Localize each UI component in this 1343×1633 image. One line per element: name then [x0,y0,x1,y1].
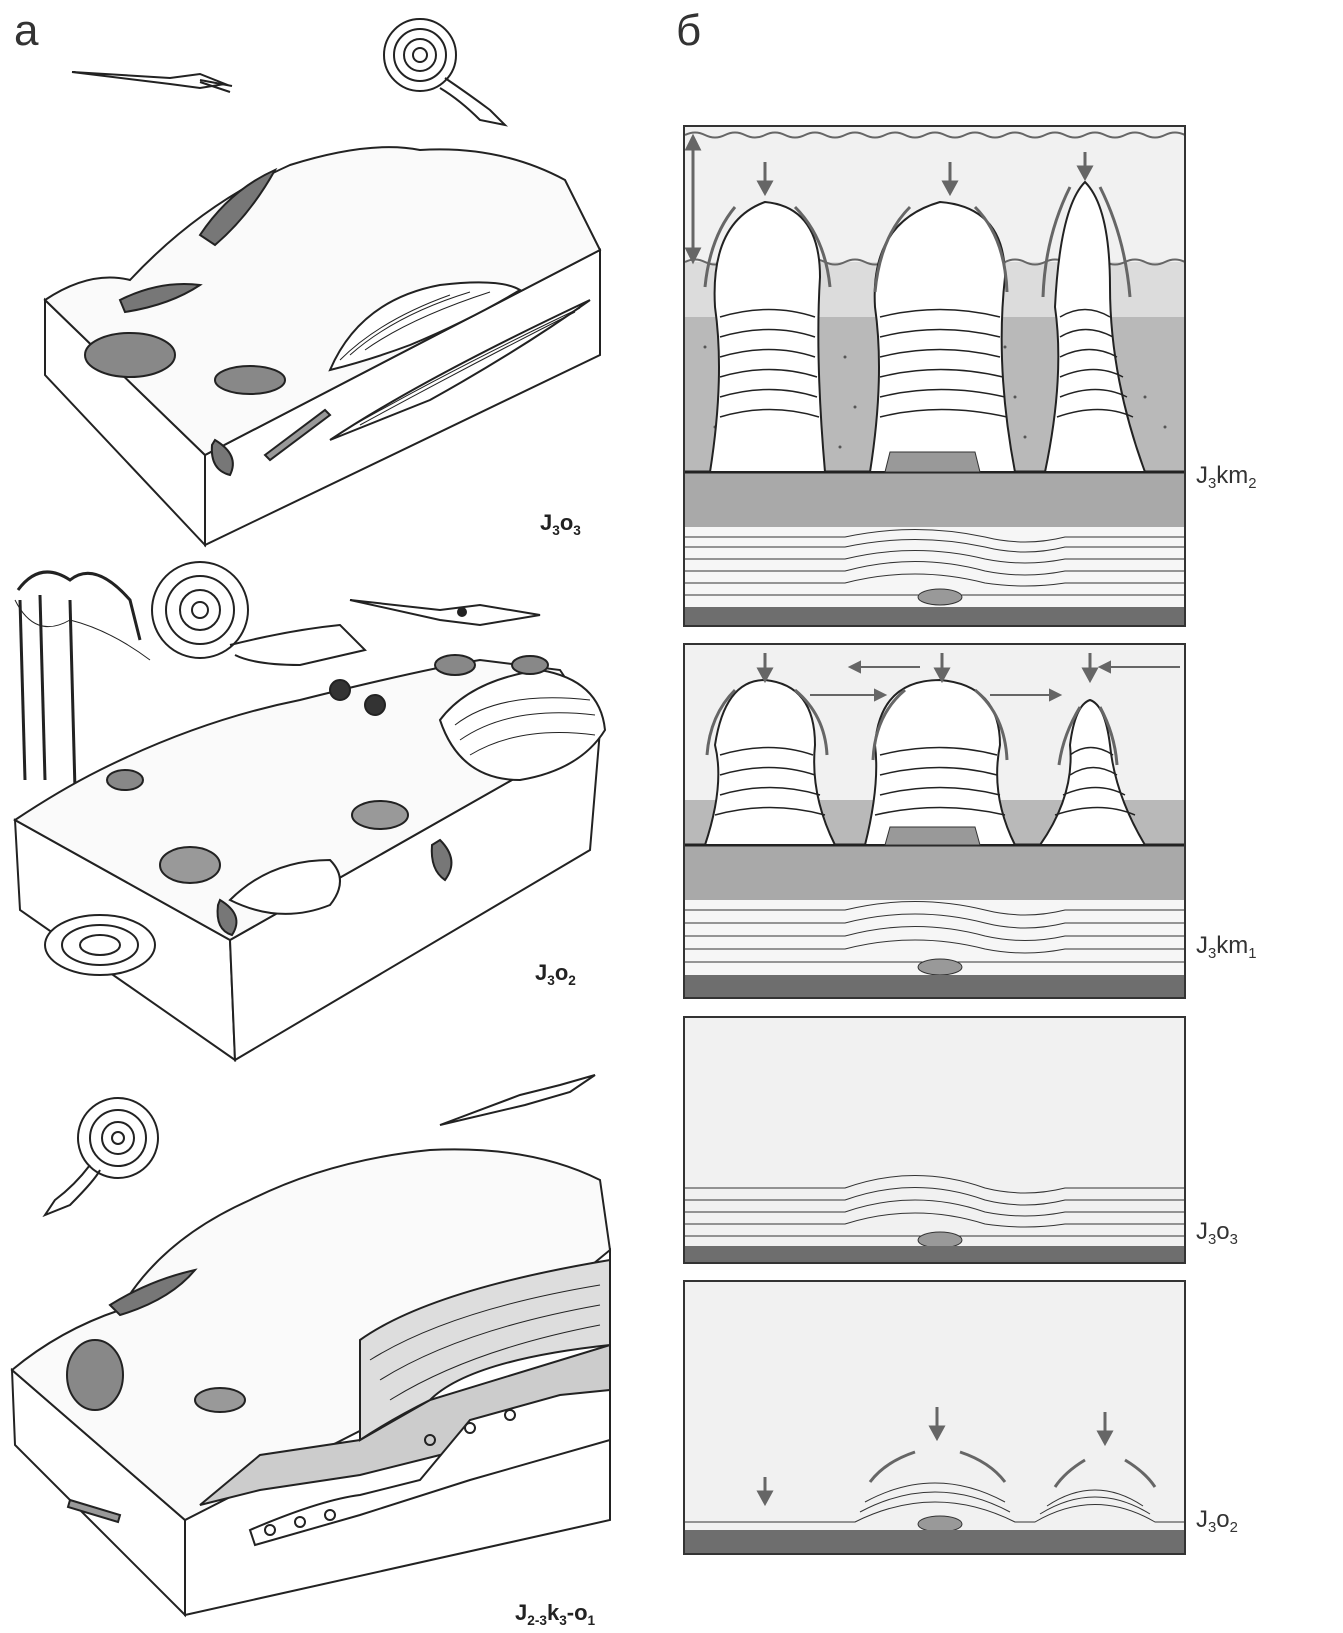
block-diagram-3 [12,1075,610,1615]
ammonite-icon [45,1098,158,1215]
section-box-2 [683,643,1186,999]
section-3-drawing [685,1018,1184,1262]
stage-label-a3: J2-3k3-o1 [515,1600,595,1628]
ammonite-icon [384,19,505,125]
section-1-drawing [685,127,1184,625]
squid-icon [350,600,540,625]
stage-label-b4: J3o2 [1196,1506,1238,1536]
stage-label-a1: J3o3 [540,510,581,538]
stage-label-b1: J3km2 [1196,462,1257,492]
panel-a-drawings [0,0,680,1633]
section-box-1 [683,125,1186,627]
stage-label-a2: J3o2 [535,960,576,988]
block-diagram-2 [15,562,605,1060]
squid-icon [440,1075,595,1125]
squid-icon [72,72,232,92]
section-4-drawing [685,1282,1184,1553]
stage-label-b2: J3km1 [1196,932,1257,962]
block-diagram-1 [45,19,600,545]
section-box-3 [683,1016,1186,1264]
section-box-4 [683,1280,1186,1555]
ammonite-icon [152,562,365,665]
section-2-drawing [685,645,1184,997]
stage-label-b3: J3o3 [1196,1218,1238,1248]
